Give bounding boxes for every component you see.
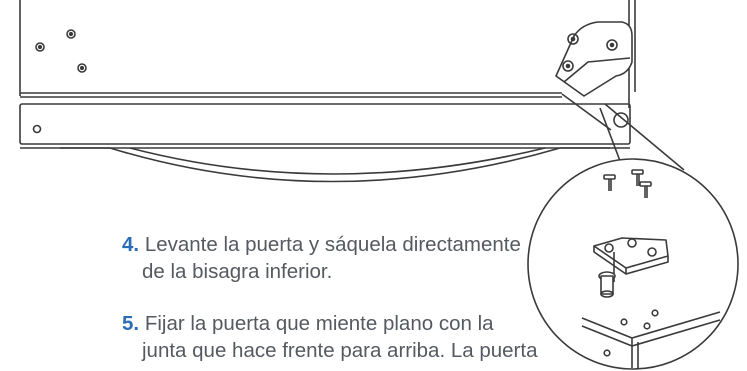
door-base-curve: [60, 147, 610, 183]
step-5-line-1: Fijar la puerta que miente plano con la: [144, 312, 494, 335]
step-4-line-2: de la bisagra inferior.: [142, 260, 333, 283]
step-5-number: 5.: [122, 312, 140, 335]
step-4-line-1: Levante la puerta y sáquela directamente: [144, 233, 521, 256]
detail-hinge-plate: [593, 237, 669, 282]
step-4: 4. Levante la puerta y sáquela directame…: [122, 231, 521, 285]
step-4-number: 4.: [122, 233, 140, 256]
upper-hinge: [555, 21, 633, 131]
detail-screws: [603, 169, 652, 198]
door-screws: [35, 29, 87, 73]
step-5-line-2: junta que hace frente para arriba. La pu…: [142, 339, 538, 362]
detail-cabinet-corner: [581, 309, 721, 368]
step-5: 5. Fijar la puerta que miente plano con …: [122, 310, 537, 364]
door-bottom-rail: [19, 92, 631, 149]
detail-hinge-pin: [598, 271, 616, 298]
